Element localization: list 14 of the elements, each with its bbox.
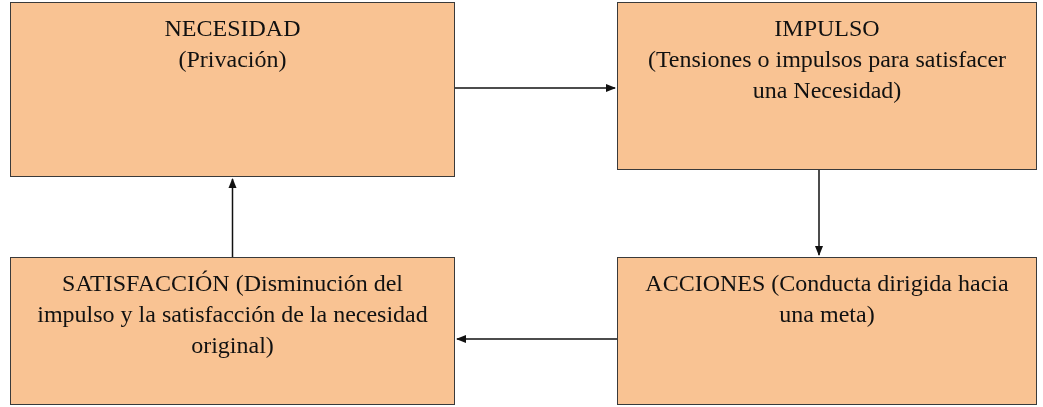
arrow bbox=[454, 84, 616, 92]
box-text: (Privación) bbox=[178, 45, 287, 74]
process-box bbox=[617, 257, 1037, 405]
process-box bbox=[10, 2, 455, 177]
box-text: IMPULSO bbox=[774, 14, 880, 43]
process-box bbox=[617, 2, 1037, 170]
box-text: (Tensiones o impulsos para satisfacer una Necesidad) bbox=[646, 45, 1008, 105]
box-text: SATISFACCIÓN (Disminución del impulso y la satisfacción de la necesidad original) bbox=[36, 269, 429, 360]
box-text: ACCIONES (Conducta dirigida hacia una meta) bbox=[644, 269, 1010, 329]
arrow bbox=[456, 335, 618, 343]
box-text: NECESIDAD bbox=[164, 14, 301, 43]
process-box bbox=[10, 257, 455, 405]
arrow bbox=[815, 169, 823, 256]
arrow bbox=[228, 178, 237, 258]
